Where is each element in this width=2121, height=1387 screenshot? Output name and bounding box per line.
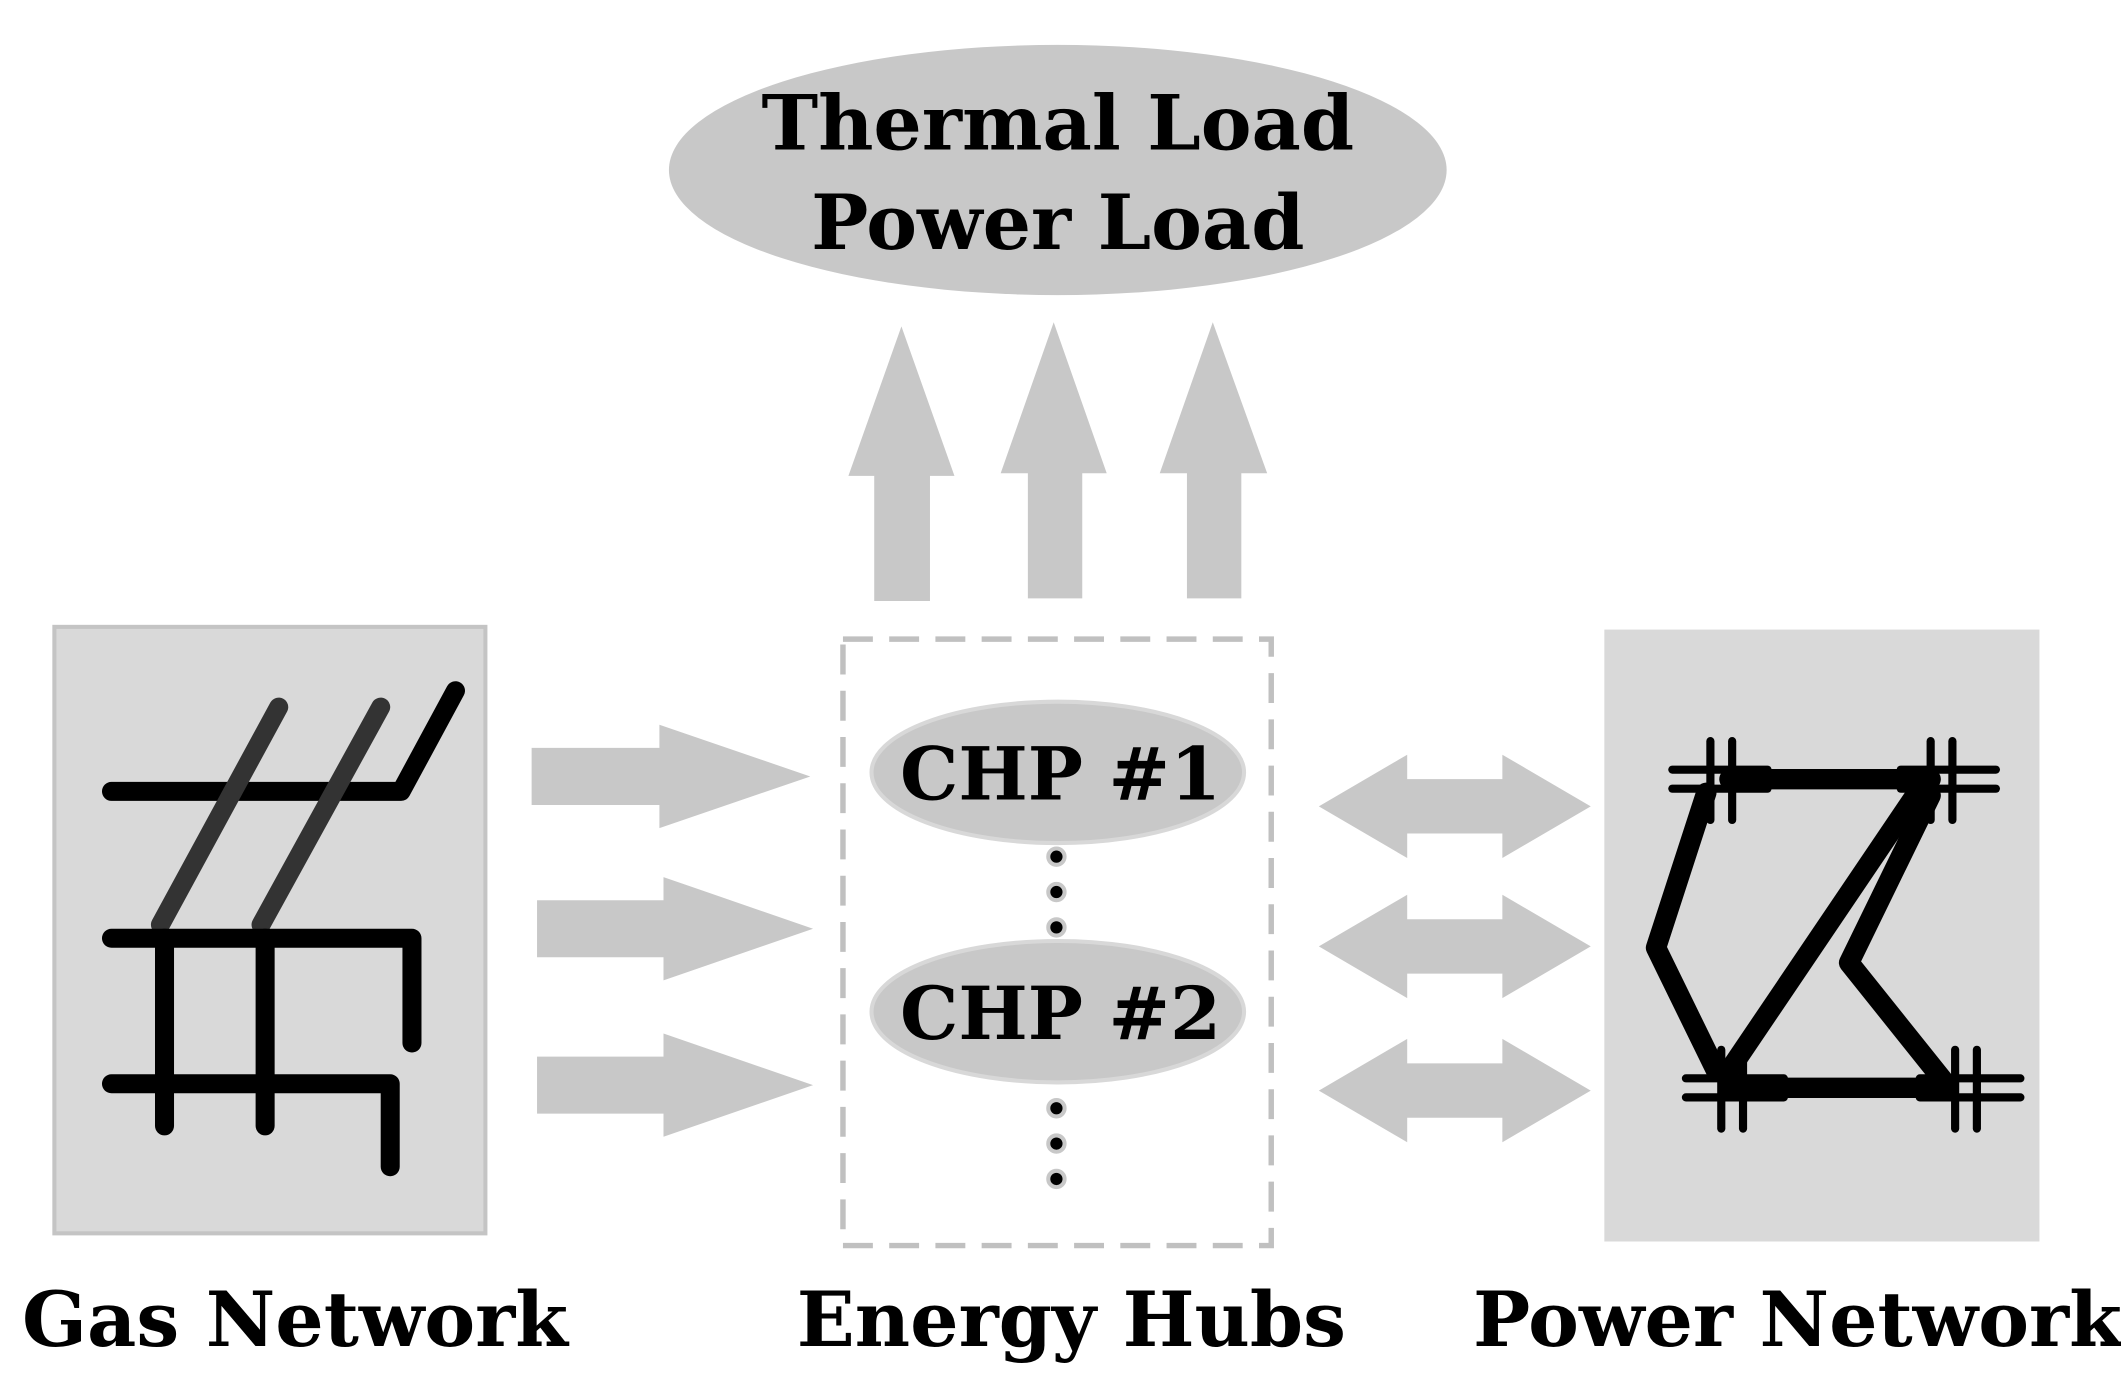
ellipsis-dots-upper: [1046, 846, 1067, 938]
gas-network-panel: Gas Network: [22, 624, 570, 1364]
bus-marker-bottom-left: [1681, 1045, 1788, 1133]
gas-network-label: Gas Network: [22, 1275, 570, 1364]
upward-arrows: [848, 322, 1268, 602]
up-arrow-1: [848, 326, 955, 602]
bidirectional-arrow-1: [1318, 754, 1591, 859]
energy-hubs-label: Energy Hubs: [797, 1275, 1346, 1364]
bus-marker-bottom-right: [1915, 1045, 2025, 1133]
up-arrow-3: [1159, 322, 1268, 599]
load-node: Thermal Load Power Load: [668, 44, 1447, 296]
power-network-label: Power Network: [1473, 1275, 2121, 1364]
thermal-load-label: Thermal Load: [761, 79, 1354, 168]
gas-arrow-1: [531, 724, 811, 829]
bidirectional-arrow-3: [1318, 1038, 1591, 1143]
chp2-label: CHP #2: [900, 971, 1221, 1057]
gas-to-hub-arrows: [531, 724, 814, 1137]
gas-arrow-3: [537, 1033, 814, 1137]
load-ellipse: [668, 44, 1447, 296]
gas-arrow-2: [537, 877, 814, 981]
bus-marker-top-left: [1668, 737, 1772, 825]
chp1-ellipse: [869, 699, 1247, 846]
power-grid-icon: [1645, 737, 2025, 1133]
energy-hubs-border: [840, 636, 1274, 1249]
power-network-panel: Power Network: [1473, 629, 2121, 1364]
gas-pipeline-icon: [101, 681, 465, 1177]
hub-power-arrows: [1318, 754, 1591, 1143]
bidirectional-arrow-2: [1318, 894, 1591, 999]
bus-marker-top-right: [1896, 737, 2000, 825]
up-arrow-2: [1000, 322, 1107, 599]
ellipsis-dots-lower: [1046, 1098, 1067, 1190]
power-load-label: Power Load: [811, 178, 1304, 267]
chp2-ellipse: [869, 938, 1247, 1085]
energy-hubs-box: CHP #1 CHP #2 Energy Hubs: [797, 636, 1346, 1364]
chp1-label: CHP #1: [900, 732, 1221, 818]
